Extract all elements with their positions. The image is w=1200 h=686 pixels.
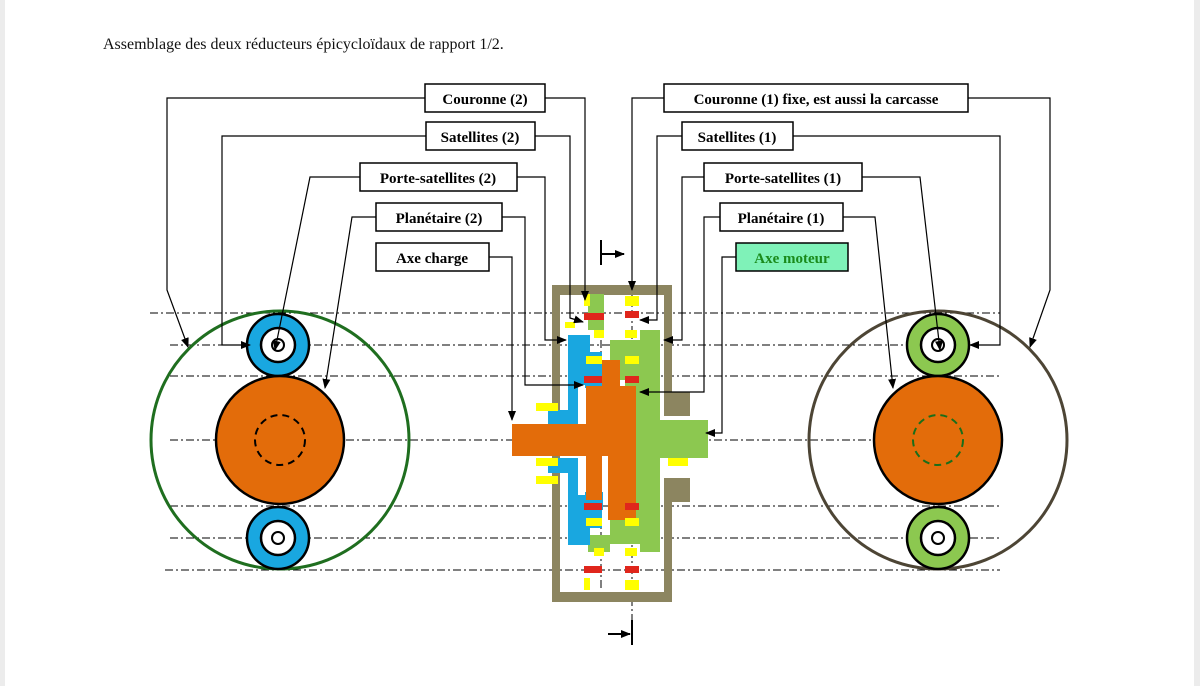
page-border-left [0, 0, 5, 686]
satellite-2-top [245, 312, 311, 378]
page-caption: Assemblage des deux réducteurs épicycloï… [103, 36, 504, 53]
label-satellites-2: Satellites (2) [441, 130, 520, 146]
label-planetaire-1: Planétaire (1) [738, 211, 825, 227]
planetaire-shaft [512, 360, 636, 520]
label-boxes [359, 83, 969, 272]
label-porte-satellites-2: Porte-satellites (2) [380, 171, 496, 187]
label-planetaire-2: Planétaire (2) [396, 211, 483, 227]
label-texts: Couronne (2) Satellites (2) Porte-satell… [380, 92, 939, 267]
satellite-1-bottom [905, 505, 971, 571]
section-cut-markers [600, 240, 633, 645]
label-couronne-2: Couronne (2) [442, 92, 527, 108]
center-section [512, 240, 708, 645]
label-couronne-1: Couronne (1) fixe, est aussi la carcasse [694, 92, 939, 108]
planetaire-1-disc [872, 374, 1004, 506]
teeth-red [584, 311, 639, 573]
label-satellites-1: Satellites (1) [698, 130, 777, 146]
label-axe-moteur: Axe moteur [754, 251, 830, 267]
page-border-right [1194, 0, 1200, 686]
leader-lines [166, 97, 1051, 437]
satellite-1-top [905, 312, 971, 378]
planetaire-2-disc [214, 374, 346, 506]
planetaire-2-bore [254, 414, 306, 466]
label-axe-charge: Axe charge [396, 251, 468, 267]
planetaire-1-bore [912, 414, 964, 466]
label-porte-satellites-1: Porte-satellites (1) [725, 171, 841, 187]
satellite-2-bottom [245, 505, 311, 571]
